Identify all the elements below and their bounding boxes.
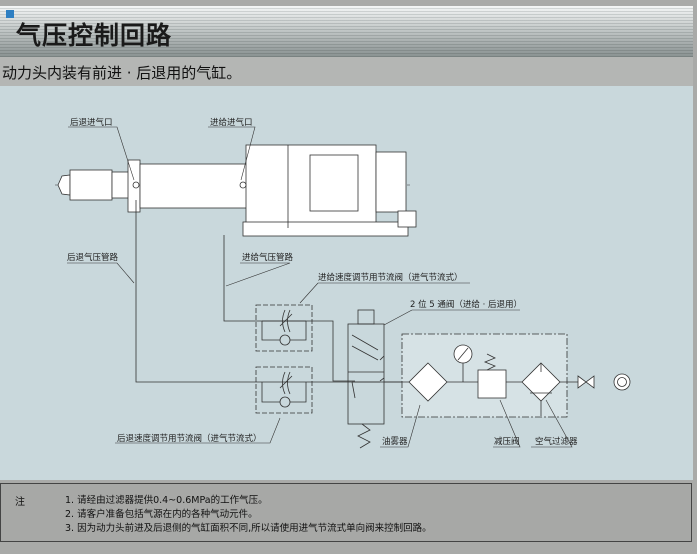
pneumatic-circuit-diagram: 后退进气口 进给进气口 后退气压管路 进给气压管路 进给速度调节用节流阀（进气节… (55, 117, 631, 449)
retract-port-icon (132, 181, 140, 189)
power-head-drawing (57, 144, 417, 237)
shutoff-valve-icon (577, 375, 595, 389)
label-retract-throttle: 后退速度调节用节流阀（进气节流式） (117, 433, 262, 444)
page-title: 气压控制回路 (16, 21, 173, 50)
regulator-icon (477, 369, 507, 399)
notes-label: 注 (15, 497, 25, 508)
label-retract-port: 后退进气口 (70, 117, 113, 128)
feed-port-icon (239, 181, 247, 189)
retract-pipe (135, 200, 410, 383)
note-item: 2. 请客户准备包括气源在内的各种气动元件。 (65, 509, 258, 520)
air-source-icon (613, 373, 631, 391)
label-air-filter: 空气过滤器 (535, 436, 578, 447)
notes-box: 注 1. 请经由过滤器提供0.4~0.6MPa的工作气压。 2. 请客户准备包括… (0, 483, 692, 542)
feed-throttle-valve (255, 304, 313, 352)
label-feed-line: 进给气压管路 (242, 252, 294, 263)
header-band: 气压控制回路 (0, 6, 693, 57)
label-lubricator: 油雾器 (382, 436, 408, 447)
label-feed-port: 进给进气口 (210, 117, 253, 128)
label-feed-throttle: 进给速度调节用节流阀（进气节流式） (318, 272, 463, 283)
retract-throttle-valve (255, 366, 313, 414)
label-retract-line: 后退气压管路 (67, 252, 119, 263)
diagram-panel: 后退进气口 进给进气口 后退气压管路 进给气压管路 进给速度调节用节流阀（进气节… (0, 86, 693, 480)
lubricator-icon (408, 362, 448, 402)
title-marker-icon (6, 10, 14, 18)
label-valve-2-5: 2 位 5 通阀（进给 · 后退用） (410, 299, 522, 310)
note-item: 1. 请经由过滤器提供0.4~0.6MPa的工作气压。 (65, 495, 268, 506)
valve-2-5 (347, 309, 385, 449)
note-item: 3. 因为动力头前进及后退侧的气缸面积不同,所以请使用进气节流式单向阀来控制回路… (65, 523, 432, 534)
label-regulator: 减压阀 (494, 436, 520, 447)
feed-pipe (223, 235, 355, 382)
subtitle: 动力头内装有前进 · 后退用的气缸。 (2, 64, 242, 82)
subtitle-band: 动力头内装有前进 · 后退用的气缸。 (0, 57, 693, 86)
